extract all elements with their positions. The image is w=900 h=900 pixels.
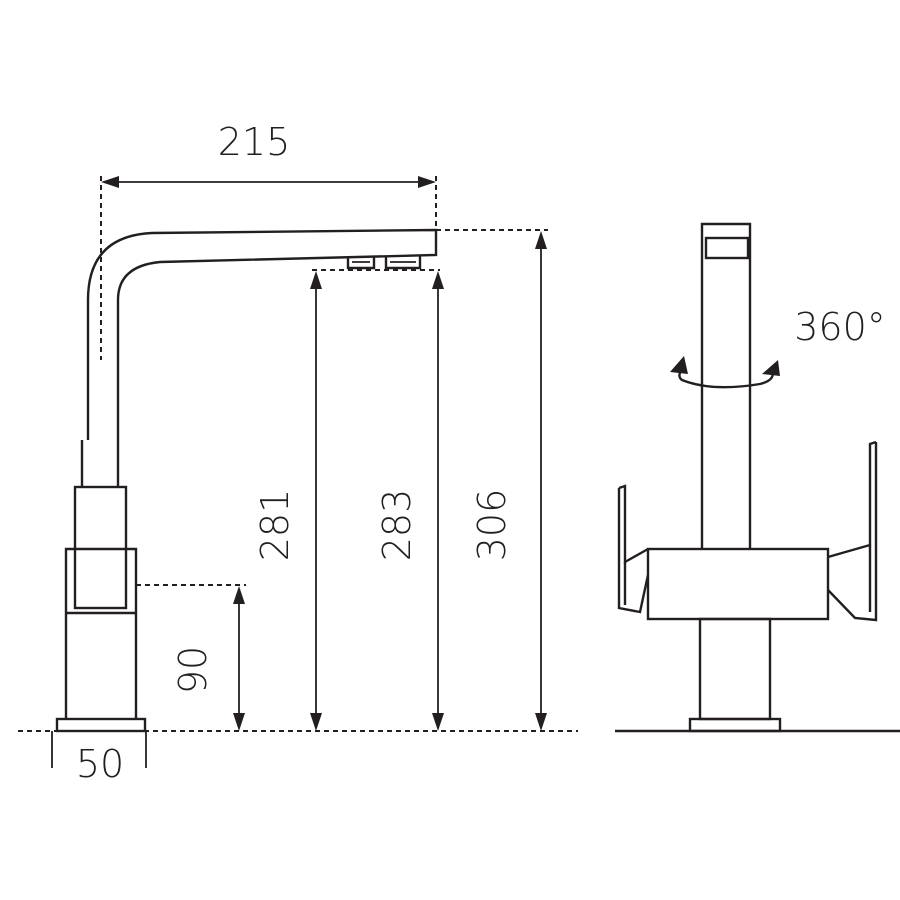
dim-label-281: 281 bbox=[253, 489, 297, 562]
front-spout-head bbox=[704, 236, 750, 260]
dimension-283: 283 bbox=[375, 271, 444, 731]
lower-body bbox=[64, 547, 138, 719]
dimension-306: 306 bbox=[470, 231, 547, 731]
front-left-lever bbox=[617, 484, 650, 614]
dimension-215: 215 bbox=[101, 120, 436, 188]
dim-label-306: 306 bbox=[470, 489, 514, 562]
base-plate bbox=[55, 717, 147, 733]
rotation-indicator: 360° bbox=[670, 305, 886, 389]
side-view: 215 281 283 306 90 bbox=[18, 120, 578, 786]
dim-label-90: 90 bbox=[171, 646, 215, 694]
front-lower-column bbox=[698, 617, 772, 721]
front-view: 360° bbox=[615, 222, 900, 733]
front-right-lever bbox=[827, 440, 878, 622]
rotation-label: 360° bbox=[794, 305, 886, 349]
dim-label-50: 50 bbox=[76, 742, 124, 786]
spout-neck bbox=[80, 440, 120, 487]
dim-label-283: 283 bbox=[375, 489, 419, 562]
front-base-plate bbox=[688, 717, 782, 733]
dimension-50: 50 bbox=[76, 742, 124, 786]
dimension-281: 281 bbox=[253, 271, 322, 731]
dimension-90: 90 bbox=[171, 586, 245, 731]
handle-block bbox=[73, 485, 128, 610]
front-body-block bbox=[646, 547, 830, 621]
aerator-nozzles bbox=[346, 256, 422, 270]
spout-outer bbox=[86, 228, 438, 440]
dim-label-215: 215 bbox=[218, 120, 291, 164]
